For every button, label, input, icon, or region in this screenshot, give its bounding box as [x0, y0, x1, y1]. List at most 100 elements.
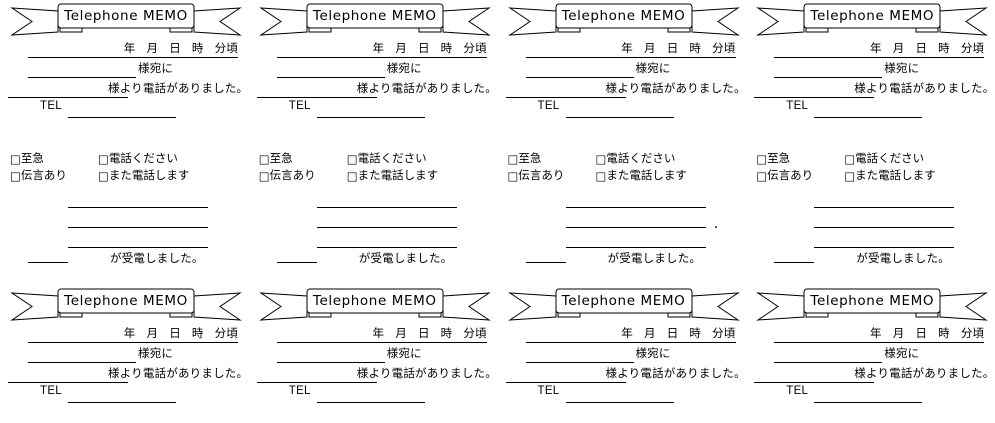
date-field-hour[interactable]: 時: [440, 41, 453, 55]
date-field-year[interactable]: 年: [870, 326, 882, 340]
checkbox-urgent[interactable]: □至急: [259, 150, 347, 168]
message-rule-3[interactable]: [565, 247, 706, 248]
receiver-blank-rule[interactable]: [28, 262, 68, 263]
date-blank-rule[interactable]: [774, 57, 985, 58]
caller-blank-rule[interactable]: [8, 382, 128, 383]
date-field-hour[interactable]: 時: [689, 326, 702, 340]
checkbox-has-message[interactable]: □伝言あり: [10, 167, 98, 185]
date-field-year[interactable]: 年: [123, 41, 136, 55]
checkbox-square-icon[interactable]: □: [507, 169, 519, 183]
checkbox-has-message[interactable]: □伝言あり: [756, 167, 844, 185]
checkbox-please-call[interactable]: □電話ください: [844, 150, 924, 168]
date-field-minute[interactable]: 分頃: [960, 41, 985, 55]
tel-blank-rule[interactable]: [565, 117, 674, 118]
checkbox-square-icon[interactable]: □: [844, 169, 856, 183]
date-blank-rule[interactable]: [276, 57, 487, 58]
checkbox-will-call-back[interactable]: □また電話します: [596, 167, 687, 185]
date-field-minute[interactable]: 分頃: [214, 41, 238, 55]
caller-blank-rule[interactable]: [754, 382, 875, 383]
date-field-month[interactable]: 月: [892, 41, 905, 55]
checkbox-square-icon[interactable]: □: [10, 152, 21, 166]
caller-blank-rule[interactable]: [8, 97, 128, 98]
receiver-blank-rule[interactable]: [525, 262, 566, 263]
date-field-day[interactable]: 日: [169, 41, 181, 55]
date-field-hour[interactable]: 時: [938, 41, 950, 55]
checkbox-square-icon[interactable]: □: [507, 152, 519, 166]
date-field-hour[interactable]: 時: [440, 326, 453, 340]
date-field-day[interactable]: 日: [915, 41, 928, 55]
date-field-year[interactable]: 年: [621, 41, 633, 55]
tel-blank-rule[interactable]: [814, 117, 923, 118]
checkbox-square-icon[interactable]: □: [346, 169, 358, 183]
caller-blank-rule[interactable]: [505, 97, 626, 98]
date-blank-rule[interactable]: [28, 342, 238, 343]
checkbox-will-call-back[interactable]: □また電話します: [347, 167, 438, 185]
checkbox-please-call[interactable]: □電話ください: [347, 150, 427, 168]
date-field-hour[interactable]: 時: [191, 326, 204, 340]
date-field-year[interactable]: 年: [123, 326, 136, 340]
date-field-year[interactable]: 年: [372, 41, 385, 55]
checkbox-please-call[interactable]: □電話ください: [98, 150, 178, 168]
date-field-year[interactable]: 年: [372, 326, 385, 340]
date-blank-rule[interactable]: [28, 57, 238, 58]
checkbox-square-icon[interactable]: □: [756, 152, 768, 166]
checkbox-square-icon[interactable]: □: [98, 152, 109, 166]
message-rule-2[interactable]: [565, 227, 706, 228]
date-field-minute[interactable]: 分頃: [214, 326, 238, 340]
checkbox-square-icon[interactable]: □: [346, 152, 358, 166]
tel-blank-rule[interactable]: [68, 117, 176, 118]
date-blank-rule[interactable]: [774, 342, 985, 343]
checkbox-urgent[interactable]: □至急: [756, 150, 844, 168]
checkbox-urgent[interactable]: □至急: [508, 150, 596, 168]
date-field-minute[interactable]: 分頃: [463, 326, 487, 340]
caller-blank-rule[interactable]: [256, 382, 377, 383]
date-field-year[interactable]: 年: [870, 41, 882, 55]
date-field-month[interactable]: 月: [146, 41, 159, 55]
date-field-month[interactable]: 月: [892, 326, 905, 340]
date-field-minute[interactable]: 分頃: [960, 326, 985, 340]
receiver-blank-rule[interactable]: [774, 262, 815, 263]
date-field-hour[interactable]: 時: [689, 41, 702, 55]
tel-blank-rule[interactable]: [316, 117, 425, 118]
date-field-minute[interactable]: 分頃: [712, 41, 736, 55]
addressee-blank-rule[interactable]: [774, 362, 883, 363]
checkbox-has-message[interactable]: □伝言あり: [259, 167, 347, 185]
date-field-month[interactable]: 月: [643, 41, 656, 55]
date-field-minute[interactable]: 分頃: [712, 326, 736, 340]
addressee-blank-rule[interactable]: [525, 362, 634, 363]
date-field-month[interactable]: 月: [146, 326, 159, 340]
caller-blank-rule[interactable]: [256, 97, 377, 98]
message-rule-2[interactable]: [68, 227, 208, 228]
checkbox-square-icon[interactable]: □: [844, 152, 856, 166]
date-field-day[interactable]: 日: [666, 41, 679, 55]
message-rule-2[interactable]: [814, 227, 955, 228]
tel-blank-rule[interactable]: [68, 402, 176, 403]
message-rule-3[interactable]: [68, 247, 208, 248]
addressee-blank-rule[interactable]: [28, 362, 136, 363]
message-rule-1[interactable]: [68, 207, 208, 208]
message-rule-1[interactable]: [814, 207, 955, 208]
addressee-blank-rule[interactable]: [525, 77, 634, 78]
date-field-year[interactable]: 年: [621, 326, 633, 340]
date-field-hour[interactable]: 時: [938, 326, 950, 340]
tel-blank-rule[interactable]: [814, 402, 923, 403]
addressee-blank-rule[interactable]: [276, 77, 385, 78]
date-blank-rule[interactable]: [525, 57, 736, 58]
checkbox-square-icon[interactable]: □: [595, 169, 607, 183]
date-field-hour[interactable]: 時: [191, 41, 204, 55]
addressee-blank-rule[interactable]: [28, 77, 136, 78]
date-field-day[interactable]: 日: [169, 326, 181, 340]
checkbox-square-icon[interactable]: □: [756, 169, 768, 183]
date-field-month[interactable]: 月: [395, 326, 407, 340]
checkbox-square-icon[interactable]: □: [258, 152, 270, 166]
date-field-month[interactable]: 月: [395, 41, 407, 55]
addressee-blank-rule[interactable]: [774, 77, 883, 78]
checkbox-square-icon[interactable]: □: [258, 169, 270, 183]
caller-blank-rule[interactable]: [754, 97, 875, 98]
date-field-month[interactable]: 月: [643, 326, 656, 340]
checkbox-square-icon[interactable]: □: [595, 152, 607, 166]
checkbox-will-call-back[interactable]: □また電話します: [844, 167, 935, 185]
date-blank-rule[interactable]: [525, 342, 736, 343]
checkbox-will-call-back[interactable]: □また電話します: [98, 167, 189, 185]
date-blank-rule[interactable]: [276, 342, 487, 343]
